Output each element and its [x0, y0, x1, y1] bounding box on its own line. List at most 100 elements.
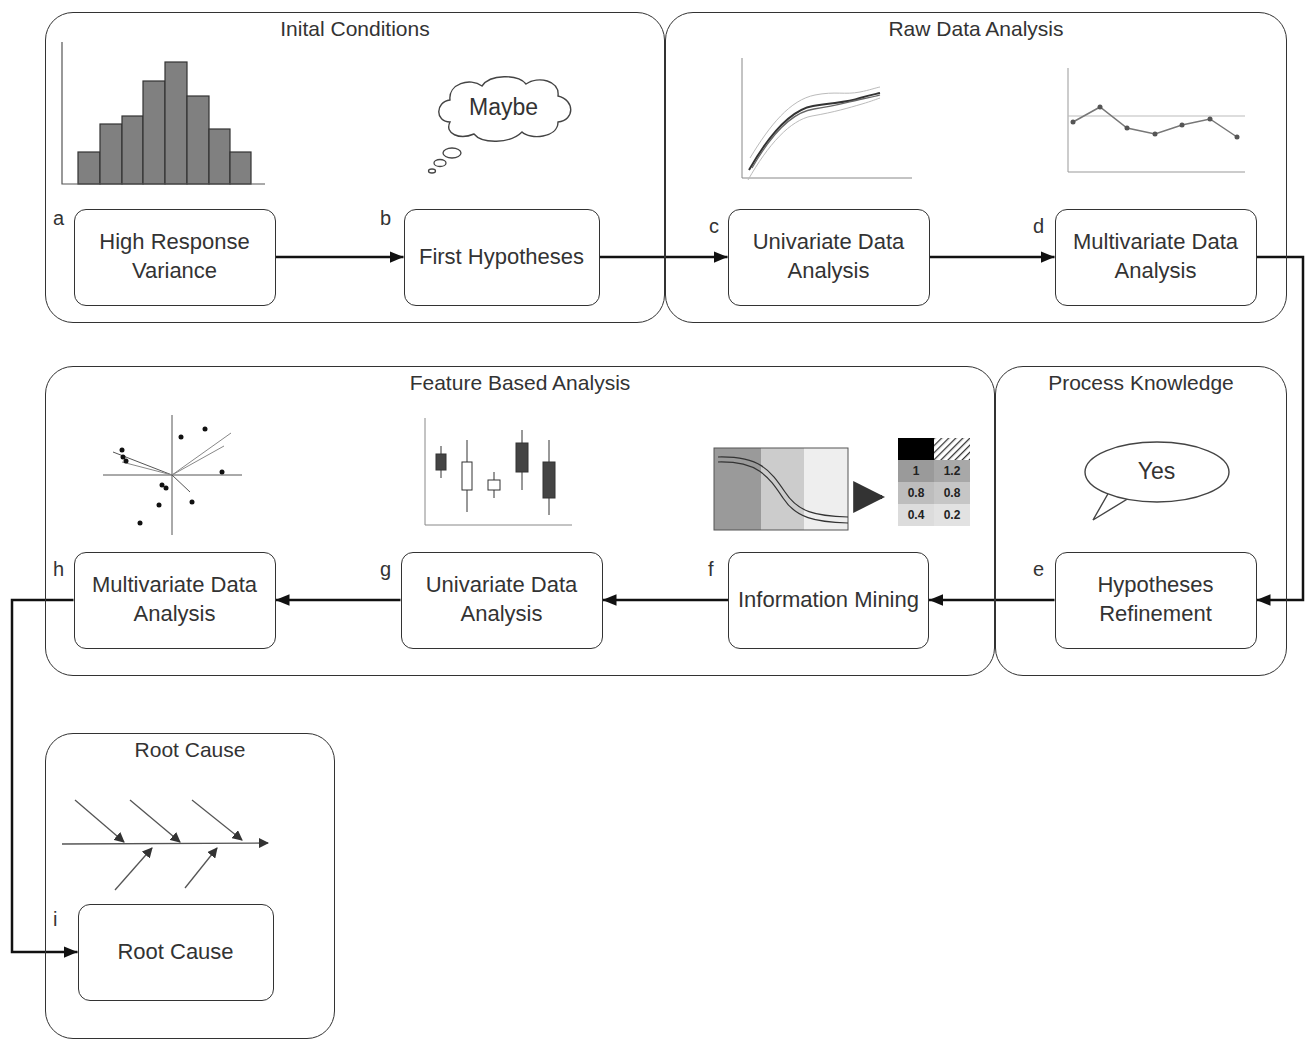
flow-arrow: [930, 256, 1055, 259]
biplot-part-part: [138, 521, 143, 526]
thought-trail-part: [443, 148, 461, 158]
run-chart-part-part: [1125, 126, 1130, 131]
biplot-part: [172, 433, 231, 475]
group-title: Root Cause: [46, 738, 334, 762]
histogram: [62, 42, 265, 184]
label-text: 0.4: [908, 508, 925, 522]
feature-extraction-part: [934, 504, 970, 526]
label-text: 1: [913, 464, 920, 478]
run-chart-part: [1068, 68, 1245, 172]
node-text: High Response Variance: [81, 228, 269, 285]
feature-extraction-part: [934, 438, 970, 460]
group-title: Feature Based Analysis: [46, 371, 994, 395]
feature-extraction-part: [718, 462, 848, 523]
stage-group: Inital ConditionsHigh Response VarianceM…: [45, 12, 665, 323]
biplot-part: [172, 446, 224, 475]
stage-group: Root CauseRoot Cause: [45, 733, 335, 1039]
label-text: c: [709, 215, 719, 237]
biplot-part-part: [179, 435, 184, 440]
fishbone-part: [62, 843, 268, 844]
box-chart-part: [488, 480, 500, 490]
process-box: Univariate Data Analysis: [401, 552, 603, 649]
run-chart-part-part: [1208, 117, 1213, 122]
box-chart-part: [436, 454, 446, 470]
speech-bubble: Yes: [1083, 440, 1231, 504]
step-letter: d: [1033, 215, 1053, 241]
table-cell: 0.4: [898, 504, 934, 526]
step-letter: e: [1033, 558, 1053, 584]
biplot-part-part: [164, 486, 169, 491]
step-letter: i: [53, 908, 73, 934]
line-chart: [742, 58, 912, 180]
fishbone-part: [75, 800, 124, 842]
biplot-part-part: [160, 483, 165, 488]
label-text: e: [1033, 558, 1044, 580]
box-chart-part: [516, 443, 528, 472]
box-chart-part: [462, 462, 472, 490]
feature-extraction-part: [898, 438, 934, 460]
run-chart-part-part: [1071, 120, 1076, 125]
thought-cloud: Maybe: [430, 72, 578, 144]
biplot: [103, 415, 242, 535]
node-text: Maybe: [469, 94, 538, 121]
table-cell: 1: [898, 460, 934, 482]
feature-extraction: [714, 438, 970, 530]
fishbone-part: [192, 800, 242, 840]
fishbone-part: [185, 848, 217, 888]
biplot-part-part: [120, 448, 125, 453]
histogram-part: [165, 62, 187, 184]
histogram-part: [187, 96, 209, 184]
step-letter: g: [380, 558, 400, 584]
process-box: Multivariate Data Analysis: [1055, 209, 1257, 306]
feature-extraction-part: [714, 448, 761, 530]
histogram-part: [209, 129, 230, 184]
biplot-part-part: [157, 503, 162, 508]
fishbone-part: [130, 800, 180, 842]
step-letter: c: [709, 215, 729, 241]
label-text: 0.8: [908, 486, 925, 500]
node-text: Hypotheses Refinement: [1062, 571, 1250, 628]
flow-arrow: [603, 599, 729, 602]
run-chart-part-part: [1098, 105, 1103, 110]
flow-arrow: [600, 256, 728, 259]
table-cell: 0.8: [898, 482, 934, 504]
node-text: Univariate Data Analysis: [735, 228, 923, 285]
feature-extraction-part: [804, 448, 848, 530]
process-box: Root Cause: [78, 904, 274, 1001]
process-box: First Hypotheses: [404, 209, 600, 306]
box-chart: [425, 418, 572, 525]
process-box: High Response Variance: [74, 209, 276, 306]
node-text: Root Cause: [117, 938, 233, 967]
histogram-part: [230, 152, 251, 184]
run-chart-part: [1071, 105, 1240, 140]
line-chart-part: [748, 98, 880, 180]
histogram-part: [122, 116, 143, 184]
step-letter: f: [708, 558, 728, 584]
thought-trail-part: [429, 169, 436, 173]
biplot-part-part: [124, 459, 129, 464]
line-chart-part: [749, 93, 880, 170]
node-text: Multivariate Data Analysis: [1062, 228, 1250, 285]
node-text: Yes: [1138, 458, 1176, 485]
biplot-part-part: [203, 427, 208, 432]
feature-extraction-part: [714, 448, 848, 530]
label-text: 1.2: [944, 464, 961, 478]
label-text: i: [53, 908, 57, 930]
label-text: 0.8: [944, 486, 961, 500]
process-box: Hypotheses Refinement: [1055, 552, 1257, 649]
node-text: Multivariate Data Analysis: [81, 571, 269, 628]
stage-group: Process KnowledgeYesHypotheses Refinemen…: [995, 366, 1287, 676]
flow-arrow: [276, 256, 404, 259]
histogram-part: [78, 152, 100, 184]
box-chart-part: [543, 462, 555, 498]
label-text: b: [380, 207, 391, 229]
thought-trail: [429, 148, 462, 173]
label-text: g: [380, 558, 391, 580]
histogram-part: [100, 124, 122, 184]
label-text: a: [53, 207, 64, 229]
table-cell: 0.8: [934, 482, 970, 504]
biplot-part: [172, 475, 190, 492]
